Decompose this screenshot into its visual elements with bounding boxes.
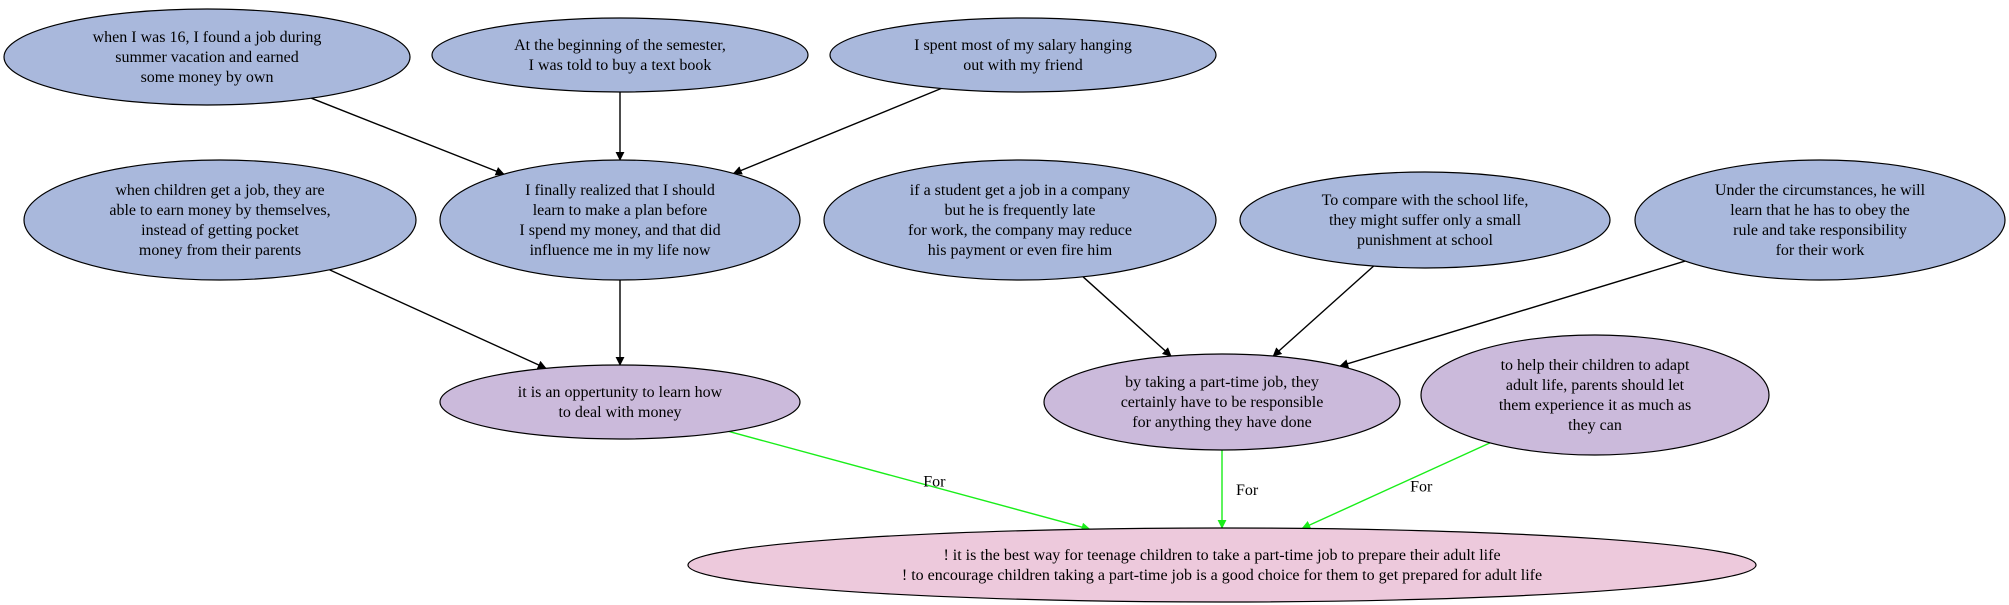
support-edge xyxy=(329,269,547,370)
support-edge xyxy=(1082,276,1172,357)
node-text-line: to help their children to adapt xyxy=(1501,357,1690,374)
node-text-line: adult life, parents should let xyxy=(1506,377,1685,394)
node-text-line: when I was 16, I found a job during xyxy=(93,29,322,46)
conclusion-node: ! it is the best way for teenage childre… xyxy=(687,527,1757,603)
premise-ellipse xyxy=(823,159,1217,281)
node-text-line: they can xyxy=(1568,417,1622,434)
node-text-line: them experience it as much as xyxy=(1499,397,1691,414)
node-text-line: ! to encourage children taking a part-ti… xyxy=(902,567,1542,584)
premise-ellipse xyxy=(829,17,1217,93)
node-text-line: punishment at school xyxy=(1357,232,1494,249)
node-text-line: able to earn money by themselves, xyxy=(109,202,330,219)
node-text-line: it is an oppertunity to learn how xyxy=(518,384,723,401)
node-text-line: Under the circumstances, he will xyxy=(1715,182,1926,199)
edge-label: For xyxy=(1236,482,1259,499)
nodes-layer: when I was 16, I found a job during summe… xyxy=(3,8,2006,603)
support-edge xyxy=(311,97,505,176)
node-text-line: when children get a job, they are xyxy=(115,182,324,199)
premise-node: To compare with the school life, they mig… xyxy=(1239,171,1611,269)
premise-node: I finally realized that I should learn to… xyxy=(439,159,801,281)
node-text-line: influence me in my life now xyxy=(530,242,711,259)
claim-ellipse xyxy=(1043,353,1401,451)
node-text-line: learn to make a plan before xyxy=(533,202,708,219)
node-text-line: learn that he has to obey the xyxy=(1730,202,1910,219)
premise-ellipse xyxy=(3,8,411,106)
claim-ellipse xyxy=(439,364,801,440)
premise-node: I spent most of my salary hanging out wit… xyxy=(829,17,1217,93)
node-text-line: by taking a part-time job, they xyxy=(1125,374,1319,391)
node-text-line: for their work xyxy=(1776,242,1865,259)
premise-node: Under the circumstances, he will learn th… xyxy=(1634,159,2006,281)
premise-ellipse xyxy=(1634,159,2006,281)
node-text-line: summer vacation and earned xyxy=(115,49,298,66)
node-text-line: they might suffer only a small xyxy=(1329,212,1522,229)
for-edge xyxy=(1301,442,1491,530)
edge-label: For xyxy=(923,473,946,490)
node-text-line: ! it is the best way for teenage childre… xyxy=(943,547,1500,564)
claim-node: by taking a part-time job, they certainly… xyxy=(1043,353,1401,451)
node-text-line: rule and take responsibility xyxy=(1733,222,1907,239)
claim-ellipse xyxy=(1420,334,1770,456)
node-text-line: some money by own xyxy=(141,69,274,86)
node-text-line: certainly have to be responsible xyxy=(1121,394,1324,411)
node-text-line: for anything they have done xyxy=(1132,414,1312,431)
node-text-line: I spend my money, and that did xyxy=(519,222,720,239)
node-text-line: money from their parents xyxy=(139,242,301,259)
node-text-line: out with my friend xyxy=(963,57,1083,74)
premise-node: when I was 16, I found a job during summe… xyxy=(3,8,411,106)
premise-ellipse xyxy=(439,159,801,281)
node-text-line: I was told to buy a text book xyxy=(529,57,712,74)
premise-node: At the beginning of the semester, I was t… xyxy=(431,17,809,93)
node-text-line: To compare with the school life, xyxy=(1322,192,1529,209)
premise-node: if a student get a job in a company but h… xyxy=(823,159,1217,281)
premise-ellipse xyxy=(23,159,417,281)
for-edge xyxy=(728,430,1091,532)
premise-node: when children get a job, they are able to… xyxy=(23,159,417,281)
node-text-line: instead of getting pocket xyxy=(141,222,299,239)
premise-ellipse xyxy=(431,17,809,93)
conclusion-ellipse xyxy=(687,527,1757,603)
edge-label: For xyxy=(1410,479,1433,496)
node-text-line: his payment or even fire him xyxy=(928,242,1113,259)
support-edge xyxy=(1272,265,1375,357)
claim-node: it is an oppertunity to learn how to deal… xyxy=(439,364,801,440)
support-edge xyxy=(1339,260,1686,369)
node-text-line: if a student get a job in a company xyxy=(910,182,1130,199)
claim-node: to help their children to adapt adult lif… xyxy=(1420,334,1770,456)
node-text-line: I spent most of my salary hanging xyxy=(914,37,1132,54)
node-text-line: At the beginning of the semester, xyxy=(514,37,726,54)
premise-ellipse xyxy=(1239,171,1611,269)
node-text-line: but he is frequently late xyxy=(944,202,1095,219)
node-text-line: to deal with money xyxy=(558,404,681,421)
node-text-line: for work, the company may reduce xyxy=(908,222,1132,239)
node-text-line: I finally realized that I should xyxy=(525,182,715,199)
support-edge xyxy=(732,87,942,175)
